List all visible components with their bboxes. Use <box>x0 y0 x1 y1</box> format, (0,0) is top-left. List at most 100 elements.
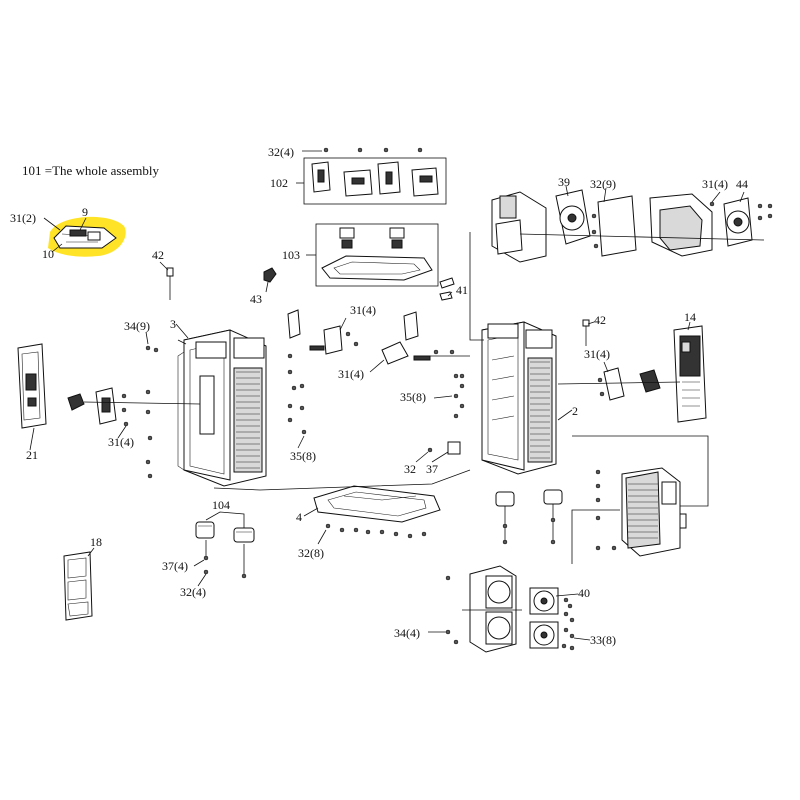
callout-3: 3 <box>170 317 176 331</box>
callout-42-left: 42 <box>152 248 164 262</box>
leader-31-4-left <box>117 425 127 439</box>
callout-32-9: 32(9) <box>590 177 616 191</box>
leader-21 <box>29 427 35 451</box>
part-14-control-panel <box>673 325 707 423</box>
part-brackets-31-4-mid <box>287 309 455 365</box>
part-41-clip <box>439 277 455 301</box>
screws-34-4 <box>445 575 459 645</box>
part-top-right-housing <box>649 193 715 257</box>
callout-4: 4 <box>296 510 302 524</box>
leader-39 <box>565 185 569 197</box>
callout-40: 40 <box>578 586 590 600</box>
callout-31-4-mid: 31(4) <box>350 303 376 317</box>
callout-43: 43 <box>250 292 262 306</box>
callout-21: 21 <box>26 448 38 462</box>
part-103-tray <box>321 227 433 281</box>
screws-35-8-left <box>287 353 307 435</box>
callout-2: 2 <box>572 404 578 418</box>
part-21-side-panel <box>17 343 47 429</box>
part-104-feet <box>195 521 255 543</box>
callout-14: 14 <box>684 310 696 324</box>
screws-34-9 <box>145 345 159 479</box>
leader-4 <box>303 507 319 517</box>
alignment-line-top <box>519 233 765 241</box>
screws-37-4-32-4 <box>203 540 247 579</box>
screws-35-8-right <box>453 373 465 419</box>
leader-3 <box>175 323 189 339</box>
leader-40 <box>555 593 579 597</box>
callout-32-4-bottom: 32(4) <box>180 585 206 599</box>
callout-32-8: 32(8) <box>298 546 324 560</box>
leader-41 <box>447 291 453 297</box>
callout-42-right: 42 <box>594 313 606 327</box>
callout-31-4-right: 31(4) <box>584 347 610 361</box>
callout-32-4-top: 32(4) <box>268 145 294 159</box>
part-43-knob <box>263 267 277 293</box>
leader-32-8 <box>317 529 327 545</box>
leader-31-4-right <box>603 361 609 373</box>
part-brackets-31-4-right <box>597 367 661 401</box>
leader-42-left <box>159 261 169 271</box>
leader-42-right <box>587 321 595 325</box>
leader-32-9 <box>603 187 607 203</box>
callout-31-4-right-top: 31(4) <box>702 177 728 191</box>
callout-33-8: 33(8) <box>590 633 616 647</box>
leader-44 <box>739 191 745 203</box>
leader-35-8-left <box>297 435 305 449</box>
screws-33-8 <box>561 597 575 651</box>
callout-32: 32 <box>404 462 416 476</box>
callout-102: 102 <box>270 176 288 190</box>
part-42-right <box>582 319 590 346</box>
part-32-37-clip <box>427 441 461 455</box>
callout-31-4-left: 31(4) <box>108 435 134 449</box>
leader-37 <box>431 451 449 463</box>
leader-14 <box>687 321 691 331</box>
alignment-line-tray <box>213 469 471 491</box>
callout-18: 18 <box>90 535 102 549</box>
group-box-102 <box>303 157 447 205</box>
leader-33-8 <box>573 637 591 641</box>
callout-34-9: 34(9) <box>124 319 150 333</box>
alignment-line-top-housing <box>469 232 484 341</box>
alignment-line-heatsink-2 <box>571 509 620 564</box>
part-brackets-31-4-left <box>67 387 129 427</box>
callout-31-4-mid2: 31(4) <box>338 367 364 381</box>
part-4-base-tray <box>313 485 441 523</box>
part-2-right-cabinet <box>481 321 557 475</box>
screws-32-8 <box>325 523 427 539</box>
leader-31-4-right-top <box>711 191 721 203</box>
alignment-line-heatsink <box>572 435 709 507</box>
callout-9: 9 <box>82 205 88 219</box>
callout-41: 41 <box>456 283 468 297</box>
part-42-left <box>166 267 174 300</box>
right-cabinet-feet <box>495 489 563 545</box>
callout-104: 104 <box>212 498 230 512</box>
part-32-9-plate <box>591 195 637 257</box>
leader-31-4-mid2 <box>369 359 385 373</box>
callout-35-8-right: 35(8) <box>400 390 426 404</box>
screws-32-4-top <box>323 147 423 153</box>
callout-35-8-left: 35(8) <box>290 449 316 463</box>
leader-35-8-right <box>433 395 453 399</box>
part-39-fan <box>555 189 591 245</box>
leader-31-4-mid <box>339 317 347 331</box>
callout-10: 10 <box>42 247 54 261</box>
part-9-bracket <box>53 225 117 249</box>
part-top-housing <box>491 191 547 263</box>
leader-31-2 <box>43 217 61 231</box>
callout-44: 44 <box>736 177 748 191</box>
callout-39: 39 <box>558 175 570 189</box>
part-44-fan <box>723 197 773 247</box>
callout-103: 103 <box>282 248 300 262</box>
part-3-left-cabinet <box>177 329 267 487</box>
right-cabinet-vents <box>530 361 550 459</box>
part-40-fans <box>529 587 559 649</box>
callout-34-4: 34(4) <box>394 626 420 640</box>
leader-104 <box>205 511 245 528</box>
leader-34-9 <box>145 331 149 345</box>
part-fan-cage <box>469 565 517 653</box>
leader-37-4 <box>193 559 205 567</box>
left-cabinet-vents <box>236 371 260 469</box>
